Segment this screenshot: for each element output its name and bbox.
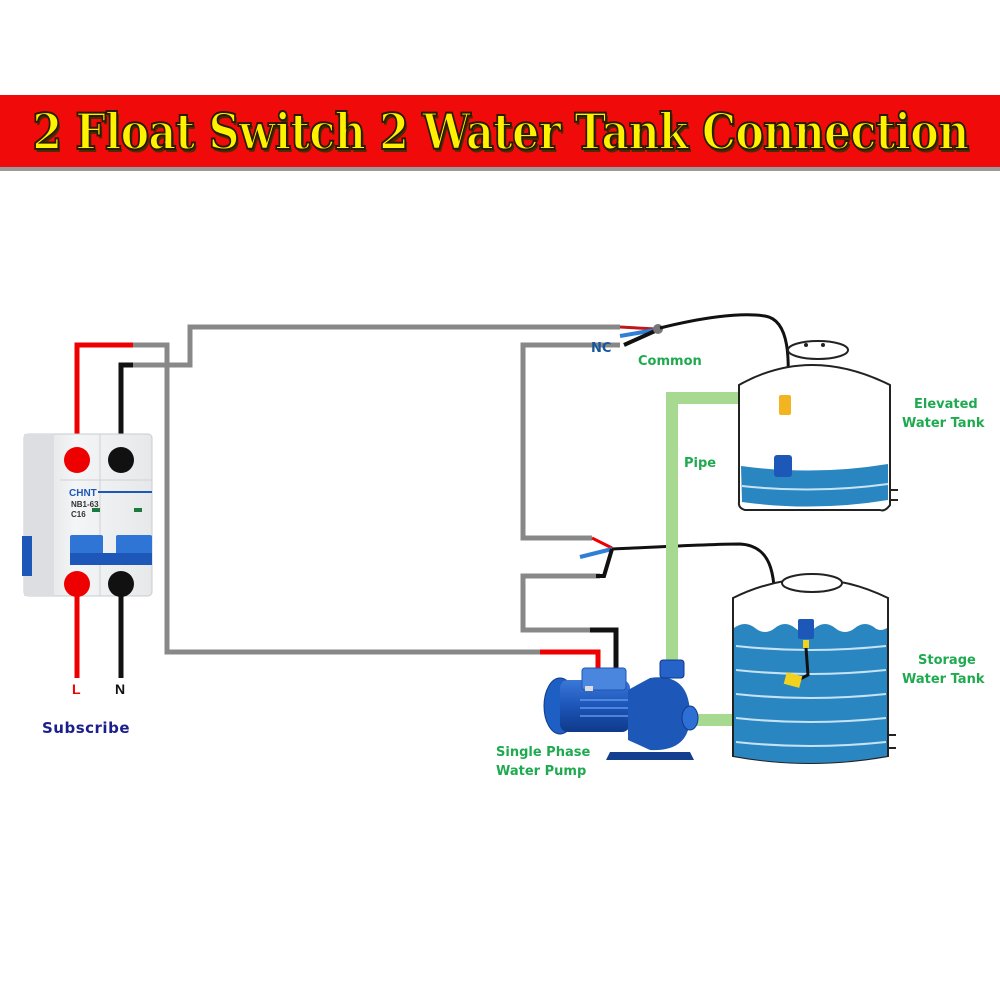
mcb-terminal-line-bottom — [64, 571, 90, 597]
storage-tank-water — [734, 624, 887, 763]
neutral-label: N — [115, 681, 125, 697]
mcb-rating: C16 — [71, 510, 86, 519]
elevated-water-tank — [737, 340, 898, 512]
nc-label: NC — [591, 341, 611, 356]
mcb-wires — [74, 342, 619, 678]
gray-wires — [133, 324, 620, 655]
pipe-label: Pipe — [684, 456, 716, 471]
lower-switch-to-pump-wire — [520, 573, 600, 633]
mcb-brand: CHNT — [69, 488, 97, 499]
title-banner: 2 Float Switch 2 Water Tank Connection — [0, 95, 1000, 171]
neutral-out-wire — [118, 362, 133, 455]
mcb-terminal-neutral-bottom — [108, 571, 134, 597]
pump-label-line1: Single Phase — [496, 745, 590, 760]
mcb-model: NB1-63 — [71, 500, 99, 509]
pump-phase-wire — [540, 649, 601, 672]
line-label: L — [72, 681, 81, 697]
elevated-tank-label-line2: Water Tank — [902, 416, 985, 431]
upper-float-switch-weight — [779, 395, 791, 415]
page-title: 2 Float Switch 2 Water Tank Connection — [31, 101, 970, 162]
lower-float-switch — [798, 619, 814, 639]
mcb-terminal-neutral-top — [108, 447, 134, 473]
pipe-upper — [666, 392, 753, 668]
upper-float-switch — [774, 455, 792, 477]
water-pump — [543, 659, 699, 760]
storage-tank-label-line1: Storage — [918, 653, 976, 668]
neutral-to-common-wire — [133, 324, 620, 368]
circuit-breaker: CHNT NB1-63 C16 — [22, 433, 153, 597]
subscribe-link[interactable]: Subscribe — [42, 719, 130, 737]
elevated-tank-label-line1: Elevated — [914, 397, 978, 412]
lower-float-switch-weight — [783, 672, 803, 688]
storage-tank-label-line2: Water Tank — [902, 672, 985, 687]
pump-label-line2: Water Pump — [496, 764, 586, 779]
line-out-wire — [74, 342, 133, 455]
nc-to-lower-switch-wire — [520, 342, 620, 541]
storage-water-tank — [732, 573, 896, 764]
common-label: Common — [638, 354, 702, 369]
pump-neutral-wire — [590, 627, 619, 670]
phase-to-upper-switch-wire — [133, 342, 540, 655]
mcb-terminal-line-top — [64, 447, 90, 473]
